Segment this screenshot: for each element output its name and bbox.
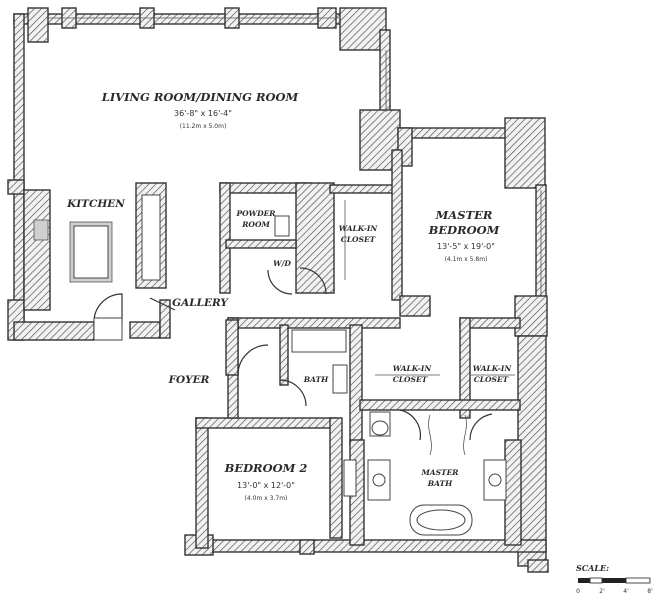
- walk-in-closet-2-label: WALK-IN: [393, 364, 433, 373]
- interior-walls: [23, 149, 522, 546]
- powder-room-label-2: ROOM: [241, 220, 270, 229]
- scale-bar: SCALE: 0 2' 4' 8': [576, 563, 653, 595]
- kitchen-label: KITCHEN: [66, 198, 125, 210]
- bedroom-2-metric: (4.0m x 3.7m): [245, 495, 288, 502]
- walk-in-closet-3-label: WALK-IN: [473, 364, 513, 373]
- wd-label: W/D: [273, 259, 291, 268]
- walk-in-closet-2-label-2: CLOSET: [393, 375, 429, 384]
- gallery-label: GALLERY: [172, 297, 229, 309]
- powder-room-label: POWDER: [235, 209, 275, 218]
- walk-in-closet-3-label-2: CLOSET: [474, 375, 510, 384]
- fixtures: [93, 200, 515, 536]
- walk-in-closet-1-label: WALK-IN: [339, 224, 379, 233]
- master-bedroom-label-2: BEDROOM: [428, 223, 501, 237]
- scale-tick-1: 2': [599, 588, 605, 595]
- exterior-walls: [7, 7, 549, 573]
- master-bath-label-2: BATH: [427, 479, 453, 488]
- scale-tick-3: 8': [647, 588, 653, 595]
- foyer-label: FOYER: [168, 374, 210, 386]
- master-bedroom-metric: (4.1m x 5.8m): [445, 256, 488, 263]
- master-bath-label: MASTER: [420, 468, 458, 477]
- bedroom-2-dims: 13'-0" x 12'-0": [237, 481, 295, 490]
- master-bedroom-label: MASTER: [435, 208, 493, 222]
- bedroom-2-label: BEDROOM 2: [224, 461, 308, 475]
- scale-tick-2: 4': [623, 588, 629, 595]
- scale-tick-0: 0: [576, 588, 580, 595]
- living-room-label: LIVING ROOM/DINING ROOM: [101, 90, 300, 104]
- living-room-dims: 36'-8" x 16'-4": [174, 109, 232, 118]
- scale-title: SCALE:: [576, 563, 609, 573]
- walk-in-closet-1-label-2: CLOSET: [341, 235, 377, 244]
- master-bedroom-dims: 13'-5" x 19'-0": [437, 242, 495, 251]
- living-room-metric: (11.2m x 5.0m): [180, 123, 227, 130]
- bath-label: BATH: [303, 375, 329, 384]
